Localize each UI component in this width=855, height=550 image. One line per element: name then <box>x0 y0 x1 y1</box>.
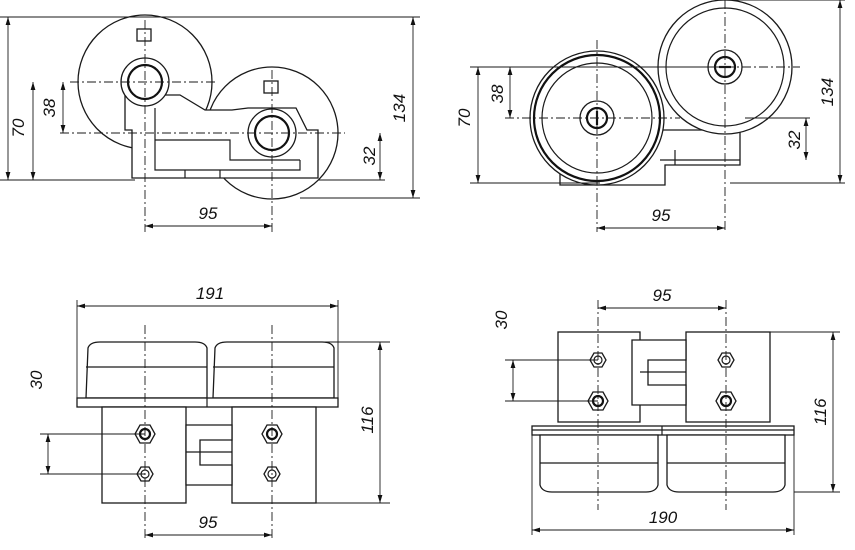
dim-95-top-right: 95 <box>652 206 671 225</box>
dim-116-right: 116 <box>811 398 830 426</box>
dim-116-left: 116 <box>358 406 377 434</box>
dim-32-right: 32 <box>785 130 804 149</box>
dim-38-right: 38 <box>488 84 507 103</box>
dim-95-top-left: 95 <box>199 204 218 223</box>
view-plan-left: 191 30 116 95 <box>27 284 390 540</box>
nut-top-large <box>136 28 152 42</box>
dim-38-left: 38 <box>40 98 59 117</box>
dim-95-bottom-left: 95 <box>199 513 218 532</box>
cap-right <box>212 341 335 399</box>
dim-70-left: 70 <box>9 118 28 137</box>
dim-95-bottom-right: 95 <box>653 286 672 305</box>
cap-left <box>85 341 208 399</box>
dim-70-right: 70 <box>455 108 474 127</box>
dim-134-right: 134 <box>818 78 837 106</box>
dim-190: 190 <box>649 508 678 527</box>
dim-32-left: 32 <box>360 146 379 165</box>
dim-30-right: 30 <box>492 310 511 329</box>
view-plan-right: 95 30 116 190 <box>492 286 840 535</box>
block-left <box>101 406 187 504</box>
dim-134-left: 134 <box>390 94 409 122</box>
view-side-left: 134 70 38 32 95 <box>0 14 420 232</box>
view-front-right: 70 38 134 32 95 <box>455 0 845 232</box>
nut-top-small <box>263 80 279 94</box>
block-right <box>231 406 317 504</box>
dim-30-left: 30 <box>27 370 46 389</box>
dim-191: 191 <box>196 284 224 303</box>
